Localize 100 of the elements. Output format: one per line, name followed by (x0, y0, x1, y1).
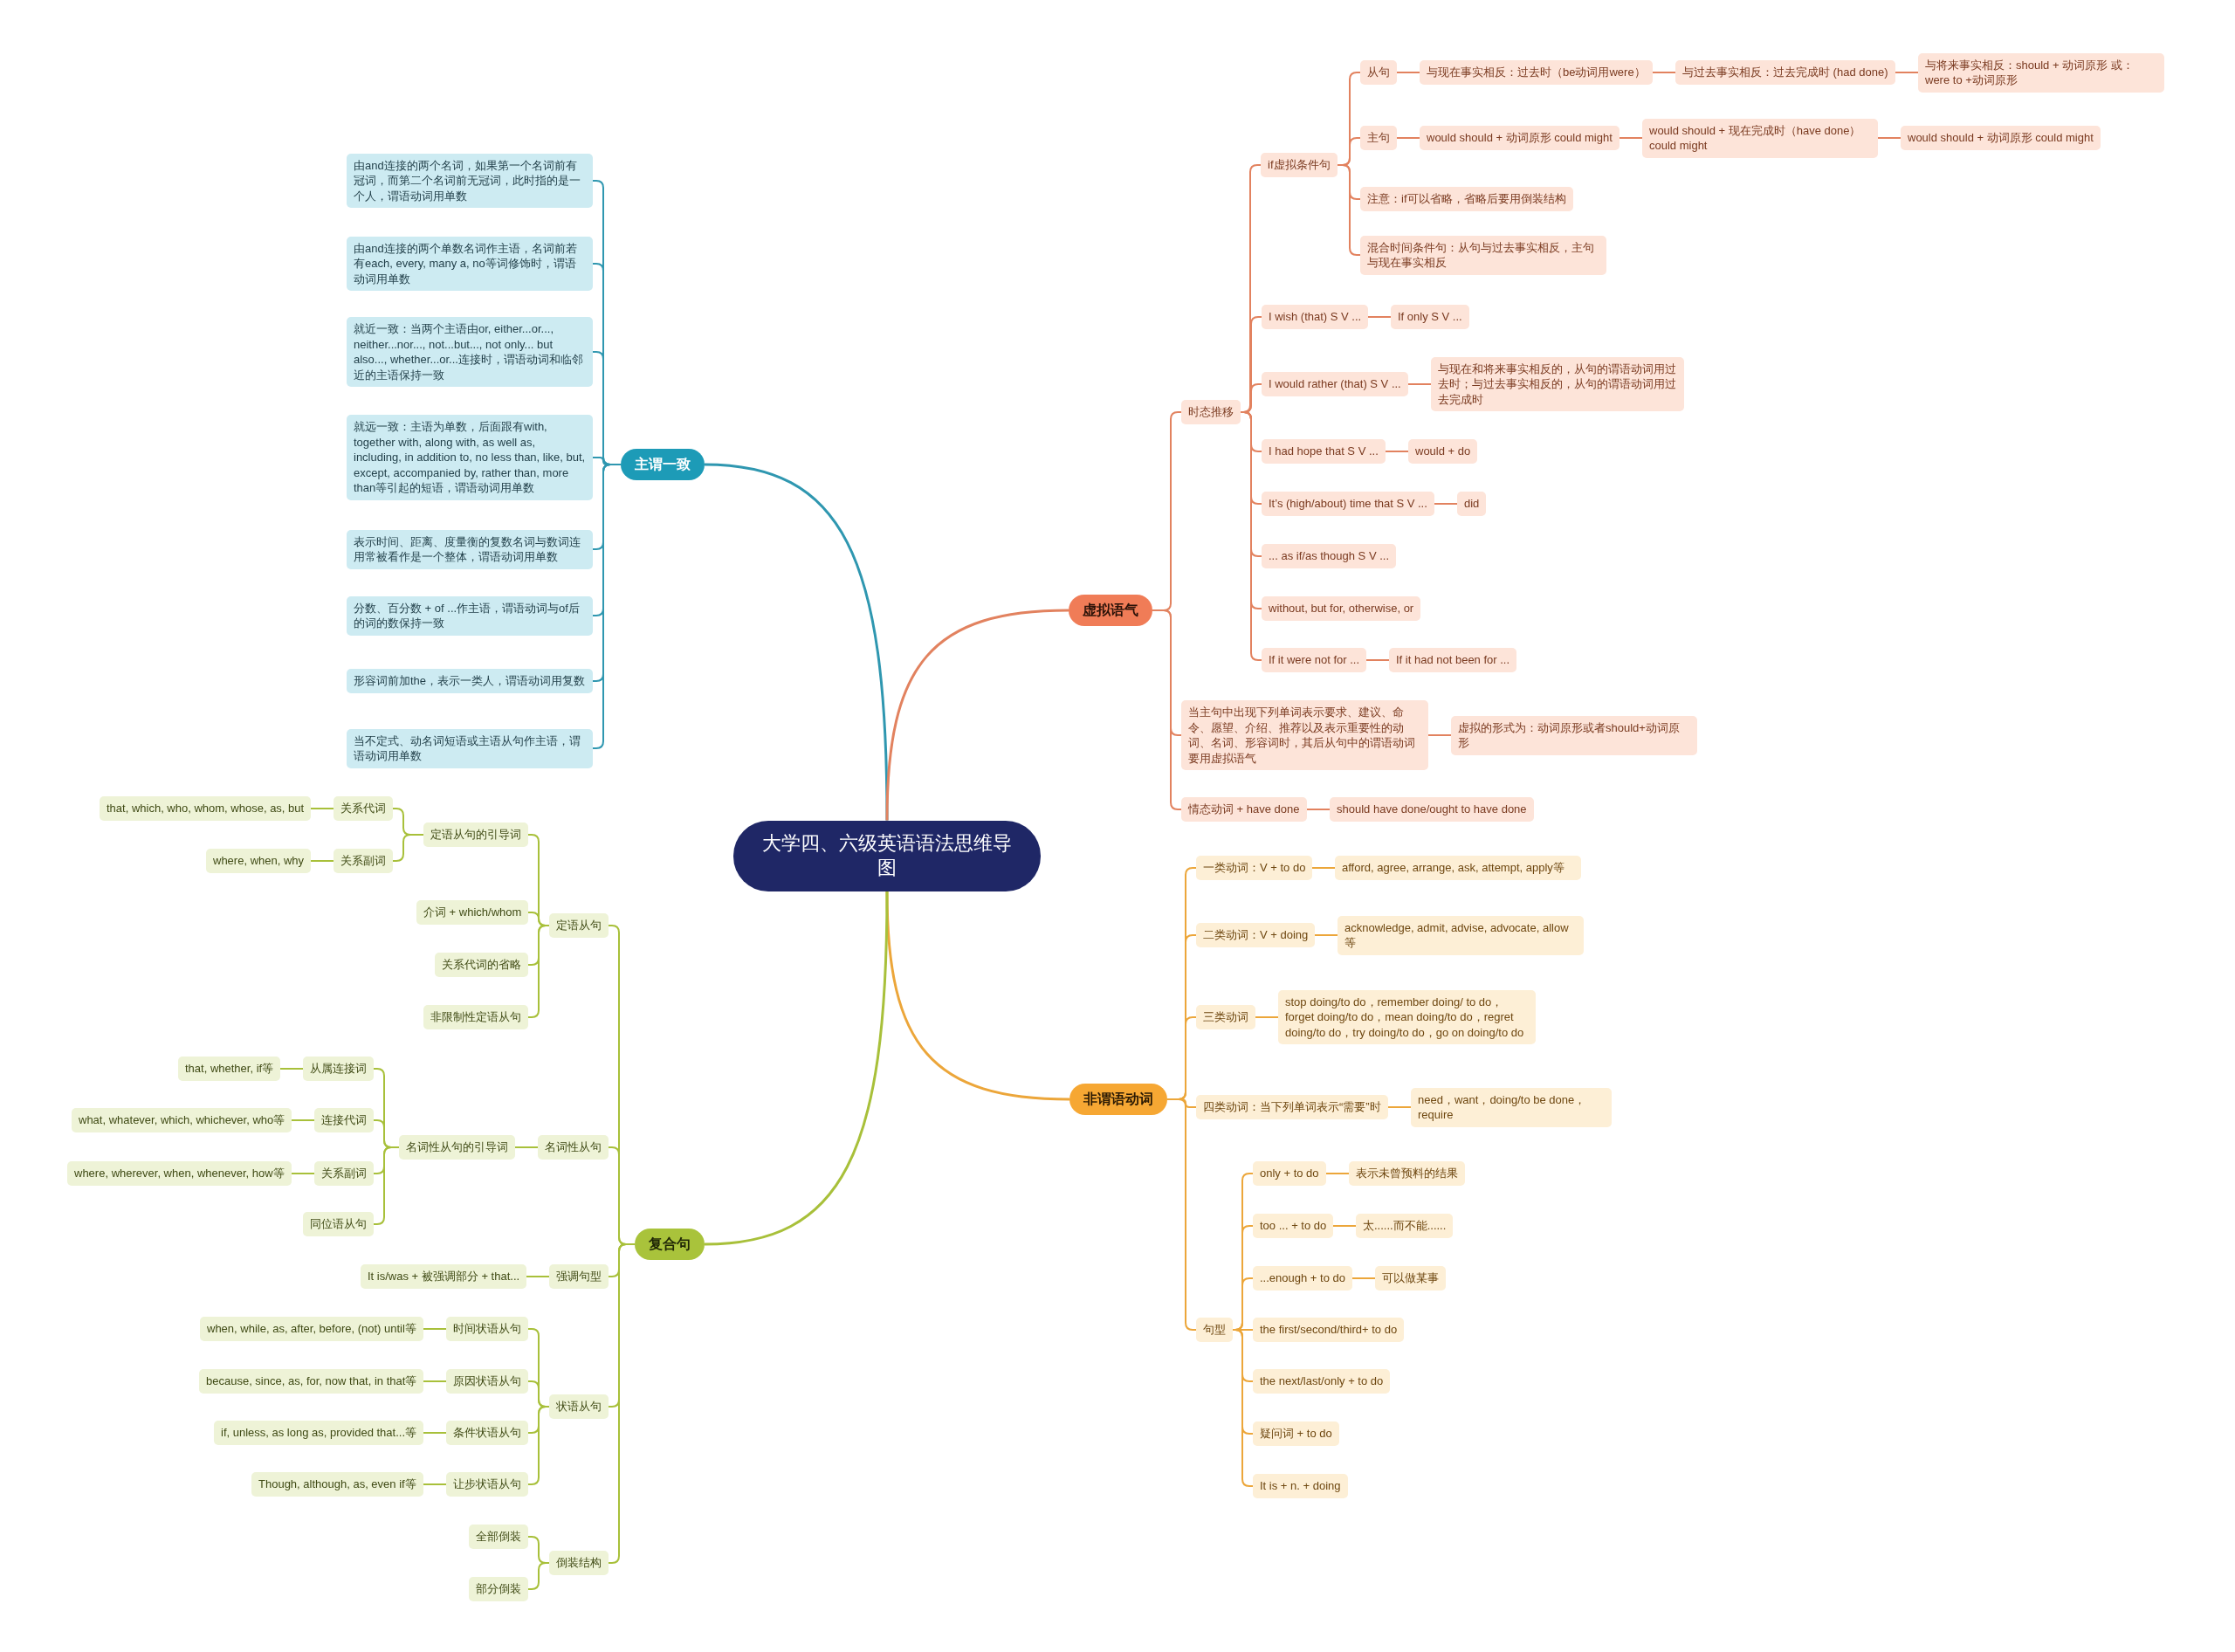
topic-box: I would rather (that) S V ... (1262, 372, 1408, 396)
connector-line (1314, 934, 1338, 936)
connector-line (1325, 1173, 1350, 1174)
topic-box: 可以做某事 (1375, 1266, 1446, 1291)
topic-box: 形容词前加the，表示一类人，谓语动词用复数 (347, 669, 593, 693)
topic-box: 关系副词 (334, 849, 393, 873)
connector-line (1385, 451, 1409, 452)
topic-box: should have done/ought to have done (1330, 797, 1534, 822)
topic-box: 全部倒装 (469, 1525, 528, 1549)
topic-box: 混合时间条件句：从句与过去事实相反，主句与现在事实相反 (1360, 235, 1606, 275)
topic-box: 表示未曾预料的结果 (1349, 1161, 1465, 1186)
connector-line (1895, 72, 1919, 73)
topic-box: because, since, as, for, now that, in that等 (199, 1369, 424, 1394)
topic-box: 注意：if可以省略，省略后要用倒装结构 (1360, 187, 1573, 211)
connector-line (423, 1328, 447, 1330)
topic-box: 连接代词 (314, 1108, 374, 1132)
topic-box: what, whatever, which, whichever, who等 (72, 1108, 292, 1132)
topic-box: It’s (high/about) time that S V ... (1262, 492, 1434, 516)
topic-box: too ... + to do (1253, 1214, 1334, 1238)
connector-line (1351, 1277, 1376, 1279)
topic-box: 时态推移 (1181, 400, 1241, 424)
topic-box: 强调句型 (549, 1264, 609, 1289)
connector-line (592, 464, 622, 749)
topic-box: 太......而不能...... (1356, 1214, 1454, 1238)
topic-box: afford, agree, arrange, ask, attempt, apply等 (1335, 856, 1581, 880)
connector-line (1396, 72, 1420, 73)
topic-box: 定语从句的引导词 (423, 823, 528, 847)
topic-box: would should + 现在完成时（have done） could might (1642, 118, 1878, 158)
topic-box: 二类动词：V + doing (1196, 923, 1316, 947)
topic-box: 名词性从句的引导词 (399, 1135, 515, 1160)
connector-line (423, 1380, 447, 1382)
topic-box: 情态动词 + have done (1181, 797, 1307, 822)
topic-box: without, but for, otherwise, or (1262, 596, 1421, 621)
topic-box: 条件状语从句 (446, 1421, 528, 1445)
topic-box: 同位语从句 (303, 1212, 374, 1236)
topic-box: that, which, who, whom, whose, as, but (100, 796, 312, 821)
connector-line (291, 1119, 315, 1121)
topic-box: 名词性从句 (538, 1135, 609, 1160)
topic-box: the next/last/only + to do (1253, 1369, 1391, 1394)
connector-line (1255, 1016, 1279, 1018)
branch-topic: 非谓语动词 (1069, 1084, 1167, 1115)
connector-line (1166, 1098, 1197, 1331)
topic-box: It is + n. + doing (1253, 1474, 1348, 1498)
topic-box: 倒装结构 (549, 1551, 609, 1575)
connector-line (423, 1483, 447, 1485)
topic-box: 当主句中出现下列单词表示要求、建议、命令、愿望、介绍、推荐以及表示重要性的动词、名词、形容词时，其后从句中的谓语动词要用虚拟语气 (1181, 700, 1428, 771)
connector-line (310, 808, 334, 809)
topic-box: would + do (1408, 439, 1478, 464)
connector-line (1396, 137, 1420, 139)
topic-box: 状语从句 (549, 1394, 609, 1419)
topic-box: 句型 (1196, 1318, 1233, 1342)
topic-box: 与现在事实相反：过去时（be动词用were） (1420, 60, 1653, 85)
topic-box: 关系副词 (314, 1161, 374, 1186)
topic-box: 由and连接的两个名词，如果第一个名词前有冠词，而第二个名词前无冠词，此时指的是一个人，谓语动词用单数 (347, 153, 593, 209)
connector-line (310, 860, 334, 862)
connector-line (514, 1146, 539, 1148)
topic-box: 与现在和将来事实相反的，从句的谓语动词用过去时；与过去事实相反的，从句的谓语动词用过去完成时 (1431, 356, 1684, 412)
connector-line (291, 1173, 315, 1174)
central-topic: 大学四、六级英语语法思维导图 (733, 820, 1041, 891)
topic-box: 分数、百分数 + of ...作主语，谓语动词与of后的词的数保持一致 (347, 595, 593, 636)
topic-box: 表示时间、距离、度量衡的复数名词与数词连用常被看作是一个整体，谓语动词用单数 (347, 529, 593, 569)
topic-box: acknowledge, admit, advise, advocate, allow等 (1338, 915, 1584, 955)
branch-topic: 复合句 (635, 1229, 705, 1260)
topic-box: if, unless, as long as, provided that...等 (214, 1421, 423, 1445)
topic-box: would should + 动词原形 could might (1901, 126, 2101, 150)
topic-box: 当不定式、动名词短语或主语从句作主语，谓语动词用单数 (347, 728, 593, 768)
topic-box: 时间状语从句 (446, 1317, 528, 1341)
topic-box: where, when, why (206, 849, 312, 873)
topic-box: 虚拟的形式为：动词原形或者should+动词原形 (1451, 715, 1697, 755)
topic-box: 从属连接词 (303, 1057, 374, 1081)
topic-box: 关系代词的省略 (435, 953, 528, 977)
connector-line (1652, 72, 1676, 73)
topic-box: 部分倒装 (469, 1577, 528, 1601)
connector-line (704, 891, 889, 1246)
topic-box: If it were not for ... (1262, 648, 1367, 672)
connector-line (1152, 609, 1182, 810)
topic-box: 就远一致：主语为单数，后面跟有with, together with, along with, as well as, including, in addition to, no less than, like, but, except, accompanied by, rather than, more than等引起的短语，谓语动词用单数 (347, 415, 593, 500)
topic-box: 四类动词：当下列单词表示“需要”时 (1196, 1095, 1388, 1119)
topic-box: 让步状语从句 (446, 1472, 528, 1497)
connector-line (1306, 809, 1331, 810)
connector-line (373, 1146, 400, 1225)
connector-line (1877, 137, 1901, 139)
topic-box: 与将来事实相反：should + 动词原形 或：were to +动词原形 (1918, 52, 2164, 93)
topic-box: Though, although, as, even if等 (251, 1472, 423, 1497)
topic-box: ...enough + to do (1253, 1266, 1352, 1291)
branch-topic: 虚拟语气 (1069, 595, 1152, 626)
connector-line (1407, 383, 1432, 385)
connector-line (279, 1068, 304, 1070)
topic-box: when, while, as, after, before, (not) until等 (200, 1317, 423, 1341)
topic-box: stop doing/to do，remember doing/ to do，forget doing/to do，mean doing/to do，regret doing/to do，try doing/to do，go on doing/to do (1278, 989, 1536, 1045)
topic-box: 一类动词：V + to do (1196, 856, 1313, 880)
connector-line (1387, 1106, 1412, 1108)
topic-box: 介词 + which/whom (416, 900, 529, 925)
connector-line (423, 1432, 447, 1434)
topic-box: 主句 (1360, 126, 1397, 150)
connector-line (1311, 867, 1336, 869)
topic-box: where, wherever, when, whenever, how等 (67, 1161, 292, 1186)
topic-box: 三类动词 (1196, 1005, 1255, 1029)
topic-box: 原因状语从句 (446, 1369, 528, 1394)
topic-box: 定语从句 (549, 913, 609, 938)
